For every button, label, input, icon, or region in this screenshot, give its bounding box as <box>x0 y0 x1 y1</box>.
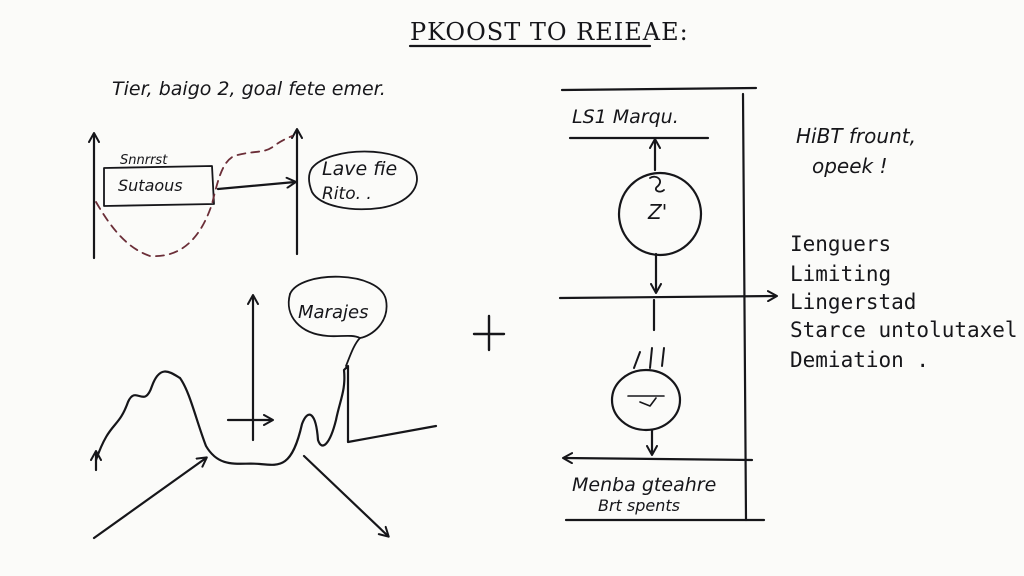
right-list-item-2: Limiting <box>790 262 892 286</box>
oval-inner-mark <box>627 395 665 407</box>
marajes-bubble-frame <box>289 275 388 367</box>
right-list-item-3: Lingerstad <box>790 290 917 314</box>
tick-mark-2 <box>649 347 653 369</box>
summary-box-line2: Sutaous <box>118 176 183 195</box>
middle-bottom-label-line2: Brt spents <box>598 496 680 515</box>
right-note-line2: opeek ! <box>812 154 888 178</box>
top-circle <box>617 171 703 257</box>
subtitle-note: Tier, baigo 2, goal fete emer. <box>112 78 386 100</box>
right-list-item-4: Starce untolutaxel <box>790 318 1018 342</box>
dashed-curve <box>95 135 293 257</box>
right-list-item-1: Ienguers <box>790 232 892 256</box>
middle-right-frame-line <box>741 92 748 522</box>
middle-top-line <box>560 86 758 92</box>
marajes-bubble-lower <box>287 293 361 339</box>
left-return-arrow <box>562 452 754 465</box>
bottom-right-diagonal-arrow <box>302 454 390 538</box>
left-bubble-frame <box>308 150 418 211</box>
page-title: PKOOST TO REIEAE: <box>410 18 689 46</box>
marajes-bubble-label: Marajes <box>298 302 369 323</box>
circle-label: Z' <box>648 200 668 224</box>
left-bubble-line1: Lave fie <box>322 158 398 180</box>
left-bubble-line2: Rito. . <box>322 184 372 204</box>
right-list-item-5: Demiation . <box>790 348 930 372</box>
bottom-left-diagonal-arrow <box>92 456 208 540</box>
mountain-curve <box>94 364 438 466</box>
bottom-oval <box>610 368 682 432</box>
middle-bottom-label-line1: Menba gteahre <box>572 474 717 496</box>
horizontal-right-arrow <box>558 290 778 303</box>
summary-box-frame <box>103 165 215 207</box>
summary-to-bubble-arrow <box>216 176 297 191</box>
summary-box-line1: Snnrrst <box>120 153 168 168</box>
middle-top-label: LS1 Marqu. <box>572 106 679 128</box>
plus-sign-label: + <box>1000 0 1001 1</box>
tick-mark-3 <box>661 347 665 367</box>
right-note-line1: HiBT frount, <box>796 124 916 148</box>
tick-mark-1 <box>633 351 641 369</box>
circle-inner-spiral <box>649 175 665 193</box>
